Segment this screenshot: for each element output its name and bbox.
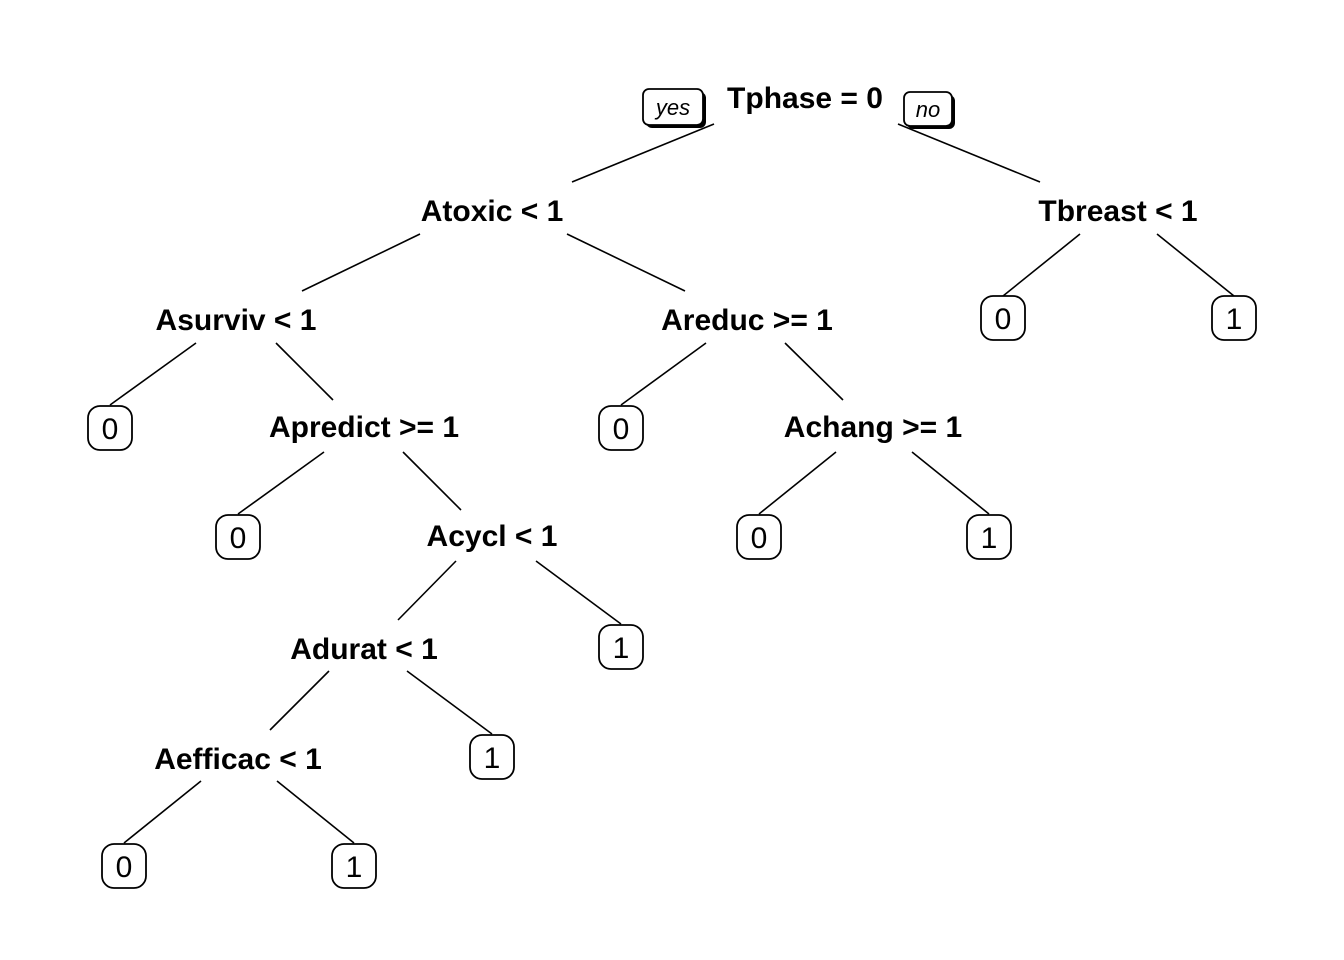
- node-asurviv: Asurviv < 1: [156, 304, 317, 337]
- node-areduc: Areduc >= 1: [661, 304, 833, 337]
- split-nodes: Tphase = 0 Atoxic < 1 Tbreast < 1 Asurvi…: [154, 82, 1197, 776]
- edge-asurviv-0: [109, 342, 197, 406]
- tree-edges: [109, 123, 1235, 844]
- edge-achang-0: [758, 451, 837, 515]
- leaf-acycl-1: 1: [598, 624, 644, 670]
- edge-asurviv-apredict: [275, 342, 334, 401]
- node-achang: Achang >= 1: [784, 411, 962, 444]
- leaf-tbreast-0: 0: [980, 295, 1026, 341]
- edge-achang-1: [911, 451, 990, 515]
- leaf-areduc-0: 0: [598, 405, 644, 451]
- edge-apredict-0: [237, 451, 325, 515]
- leaf-value: 0: [613, 413, 630, 446]
- no-label-box: [903, 91, 953, 127]
- edge-aefficac-0: [123, 780, 202, 844]
- leaf-value: 1: [981, 522, 998, 555]
- leaf-achang-0: 0: [736, 514, 782, 560]
- leaf-value: 1: [484, 742, 501, 775]
- edge-acycl-1: [535, 560, 622, 625]
- no-label: no: [916, 97, 940, 122]
- node-apredict: Apredict >= 1: [269, 411, 459, 444]
- node-tbreast: Tbreast < 1: [1038, 195, 1197, 228]
- yes-label-box: [642, 88, 704, 126]
- edge-adurat-1: [406, 670, 493, 735]
- leaf-value: 1: [613, 632, 630, 665]
- edge-root-atoxic: [571, 123, 715, 183]
- leaf-adurat-1: 1: [469, 734, 515, 780]
- edge-areduc-achang: [784, 342, 844, 401]
- leaf-achang-1: 1: [966, 514, 1012, 560]
- edge-adurat-aefficac: [269, 670, 330, 731]
- edge-acycl-adurat: [397, 560, 457, 621]
- leaf-asurviv-0: 0: [87, 405, 133, 451]
- leaf-value: 0: [751, 522, 768, 555]
- leaf-apredict-0: 0: [215, 514, 261, 560]
- leaf-value: 0: [102, 413, 119, 446]
- leaf-nodes: 0 1 0 0 0 0 1 1: [87, 295, 1257, 889]
- leaf-aefficac-1: 1: [331, 843, 377, 889]
- node-aefficac: Aefficac < 1: [154, 743, 322, 776]
- edge-apredict-acycl: [402, 451, 462, 511]
- edge-tbreast-0: [1002, 233, 1081, 297]
- node-acycl: Acycl < 1: [427, 520, 558, 553]
- edge-root-tbreast: [897, 123, 1041, 183]
- branch-labels: yes no: [642, 88, 955, 129]
- leaf-value: 0: [116, 851, 133, 884]
- leaf-tbreast-1: 1: [1211, 295, 1257, 341]
- node-atoxic: Atoxic < 1: [421, 195, 564, 228]
- node-adurat: Adurat < 1: [290, 633, 438, 666]
- node-tphase: Tphase = 0: [727, 82, 883, 115]
- leaf-value: 0: [995, 303, 1012, 336]
- edge-aefficac-1: [276, 780, 355, 844]
- leaf-aefficac-0: 0: [101, 843, 147, 889]
- leaf-value: 0: [230, 522, 247, 555]
- leaf-value: 1: [346, 851, 363, 884]
- leaf-value: 1: [1226, 303, 1243, 336]
- edge-atoxic-areduc: [566, 233, 686, 292]
- yes-label: yes: [654, 95, 690, 120]
- edge-atoxic-asurviv: [301, 233, 421, 292]
- edge-tbreast-1: [1156, 233, 1235, 297]
- edge-areduc-0: [620, 342, 707, 406]
